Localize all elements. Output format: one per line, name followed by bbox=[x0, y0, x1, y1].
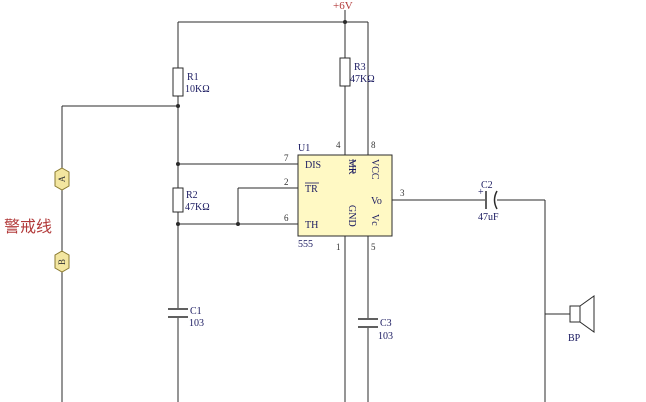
pin-number-dis: 7 bbox=[284, 153, 289, 163]
pin-name-vcc: VCC bbox=[369, 159, 380, 180]
pin-name-dis: DIS bbox=[305, 160, 321, 171]
r1-name: R1 bbox=[187, 72, 199, 83]
resistor-body bbox=[172, 67, 184, 97]
ic-type: 555 bbox=[298, 239, 313, 250]
pin-name-vo: Vo bbox=[371, 196, 382, 207]
pin-number-vcc: 8 bbox=[371, 140, 376, 150]
junction-dot bbox=[176, 104, 180, 108]
pin-name-vc: Vc bbox=[369, 214, 380, 226]
c1-value: 103 bbox=[189, 318, 204, 329]
pin-number-vc: 5 bbox=[371, 242, 376, 252]
wires bbox=[61, 10, 570, 402]
junction-dot bbox=[236, 222, 240, 226]
ic-designator: U1 bbox=[298, 143, 310, 154]
capacitor-c2[interactable]: + C2 47uF bbox=[478, 180, 499, 223]
c2-value: 47uF bbox=[478, 212, 499, 223]
pin-name-mr: MR bbox=[346, 159, 357, 175]
supply-label: +6V bbox=[333, 0, 353, 12]
r2-name: R2 bbox=[186, 190, 198, 201]
pin-number-tr: 2 bbox=[284, 177, 289, 187]
c2-polarity: + bbox=[478, 187, 484, 198]
pin-name-th: TH bbox=[305, 220, 318, 231]
pin-name-gnd: GND bbox=[346, 205, 357, 227]
resistor-r3[interactable]: R3 47KΩ bbox=[339, 57, 375, 87]
connector-b[interactable]: B bbox=[54, 250, 70, 273]
capacitor-c3[interactable]: C3 103 bbox=[358, 318, 393, 342]
pin-name-tr: TR bbox=[305, 184, 318, 195]
pin-number-mr: 4 bbox=[336, 140, 341, 150]
capacitor-curved-plate bbox=[493, 190, 498, 210]
speaker-icon-cone bbox=[579, 295, 595, 333]
connector-b-label: B bbox=[57, 259, 67, 265]
bp-name: BP bbox=[568, 333, 581, 344]
r2-value: 47KΩ bbox=[185, 202, 210, 213]
ic-body bbox=[297, 154, 393, 237]
c1-name: C1 bbox=[190, 306, 202, 317]
buzzer-bp[interactable]: BP bbox=[568, 295, 595, 344]
guard-wire-label: 警戒线 bbox=[4, 217, 52, 236]
ic-555[interactable]: U1 555 DIS TR TH Vo MR VCC GND Vc 7 2 6 … bbox=[284, 140, 405, 252]
c3-value: 103 bbox=[378, 331, 393, 342]
capacitor-c1[interactable]: C1 103 bbox=[168, 306, 204, 329]
c2-name: C2 bbox=[481, 180, 493, 191]
junction-dot bbox=[176, 222, 180, 226]
junction-dot bbox=[343, 20, 347, 24]
r1-value: 10KΩ bbox=[185, 84, 210, 95]
junctions bbox=[176, 20, 347, 226]
junction-dot bbox=[176, 162, 180, 166]
pin-number-gnd: 1 bbox=[336, 242, 341, 252]
r3-name: R3 bbox=[354, 62, 366, 73]
r3-value: 47KΩ bbox=[350, 74, 375, 85]
resistor-body bbox=[172, 187, 184, 213]
resistor-r2[interactable]: R2 47KΩ bbox=[172, 187, 210, 213]
connector-a[interactable]: A bbox=[54, 167, 70, 191]
connector-shape bbox=[54, 167, 70, 191]
c3-name: C3 bbox=[380, 318, 392, 329]
pin-number-vo: 3 bbox=[400, 188, 405, 198]
resistor-body bbox=[339, 57, 351, 87]
connector-shape bbox=[54, 250, 70, 273]
resistor-r1[interactable]: R1 10KΩ bbox=[172, 67, 210, 97]
pin-number-th: 6 bbox=[284, 213, 289, 223]
speaker-icon-body bbox=[569, 305, 581, 323]
connector-a-label: A bbox=[57, 175, 67, 182]
